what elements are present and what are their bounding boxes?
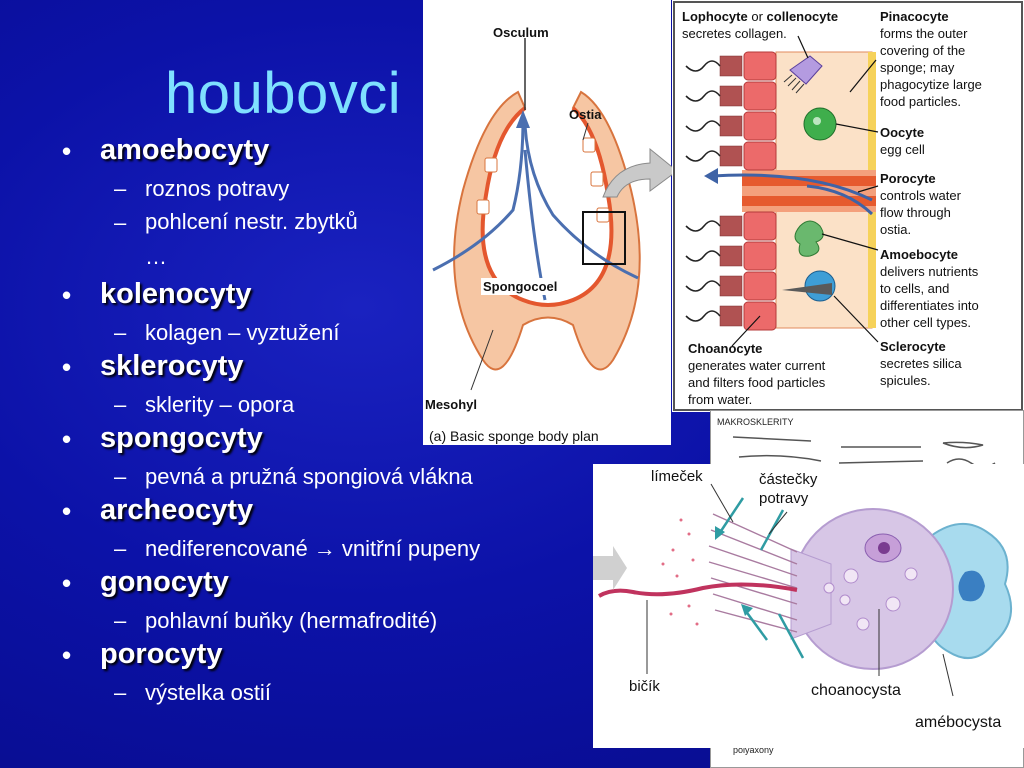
osculum-label: Osculum xyxy=(493,25,549,40)
sub-bullet-text: sklerity – opora xyxy=(145,392,295,417)
choanocyte-figure: límeček částečky potravy bičík choanocys… xyxy=(593,464,1024,748)
sub-bullet-text: pohlavní buňky (hermafrodité) xyxy=(145,608,438,633)
choanocyte-label: Choanocyte generates water current and f… xyxy=(688,341,826,407)
bicik-label: bičík xyxy=(629,678,660,695)
spongocoel-label: Spongocoel xyxy=(481,278,560,295)
sub-bullet-text: výstelka ostií xyxy=(145,680,271,705)
sub-bullet-text: pevná a pružná spongiová vlákna xyxy=(145,464,473,489)
bullet-heading: amoebocyty xyxy=(100,134,270,166)
oocyte-label: Oocyte egg cell xyxy=(880,125,925,157)
bullet-heading: sklerocyty xyxy=(100,350,244,382)
cell-types-illustration xyxy=(673,1,1023,411)
limecek-label: límeček xyxy=(651,468,703,485)
sub-bullet-text: kolagen – vyztužení xyxy=(145,320,340,345)
lophocyte-label: Lophocyte or collenocyte secretes collag… xyxy=(682,9,839,41)
mesohyl-label: Mesohyl xyxy=(425,397,478,412)
amoebocyte-label: Amoebocyte delivers nutrients to cells, … xyxy=(880,247,979,330)
figure-caption: (a) Basic sponge body plan xyxy=(429,428,599,444)
porocyte-label: Porocyte controls water flow through ost… xyxy=(880,171,961,237)
choanocyte-illustration xyxy=(593,483,1012,697)
sub-bullet-text: roznos potravy xyxy=(145,176,290,201)
sub-bullet-text: nediferencované → vnitřní pupeny xyxy=(145,536,481,561)
slide-title: houbovci xyxy=(165,61,402,126)
bullet-heading: porocyty xyxy=(100,638,223,670)
sponge-body-plan-illustration xyxy=(432,38,641,391)
sponge-body-plan-figure: Osculum Ostia Spongocoel Mesohyl (a) Bas… xyxy=(423,0,671,445)
pinacocyte-label: Pinacocyte forms the outer covering of t… xyxy=(880,9,982,109)
castecky-label: částečky potravy xyxy=(759,471,818,507)
choanocysta-label: choanocysta xyxy=(811,682,901,699)
spicules-header: MAKROSKLERITY xyxy=(717,417,794,427)
sclerocyte-label: Sclerocyte secretes silica spicules. xyxy=(880,339,962,388)
sub-bullet-text: pohlcení nestr. zbytků … xyxy=(145,209,358,269)
bullet-heading: kolenocyty xyxy=(100,278,252,310)
bullet-heading: spongocyty xyxy=(100,422,263,454)
cell-types-figure: Lophocyte or collenocyte secretes collag… xyxy=(672,0,1024,412)
bullet-heading: gonocyty xyxy=(100,566,229,598)
spicules-footer: polyaxony xyxy=(733,745,774,755)
bullet-heading: archeocyty xyxy=(100,494,254,526)
amebocysta-label: amébocysta xyxy=(915,714,1002,731)
ostia-label: Ostia xyxy=(569,107,602,122)
